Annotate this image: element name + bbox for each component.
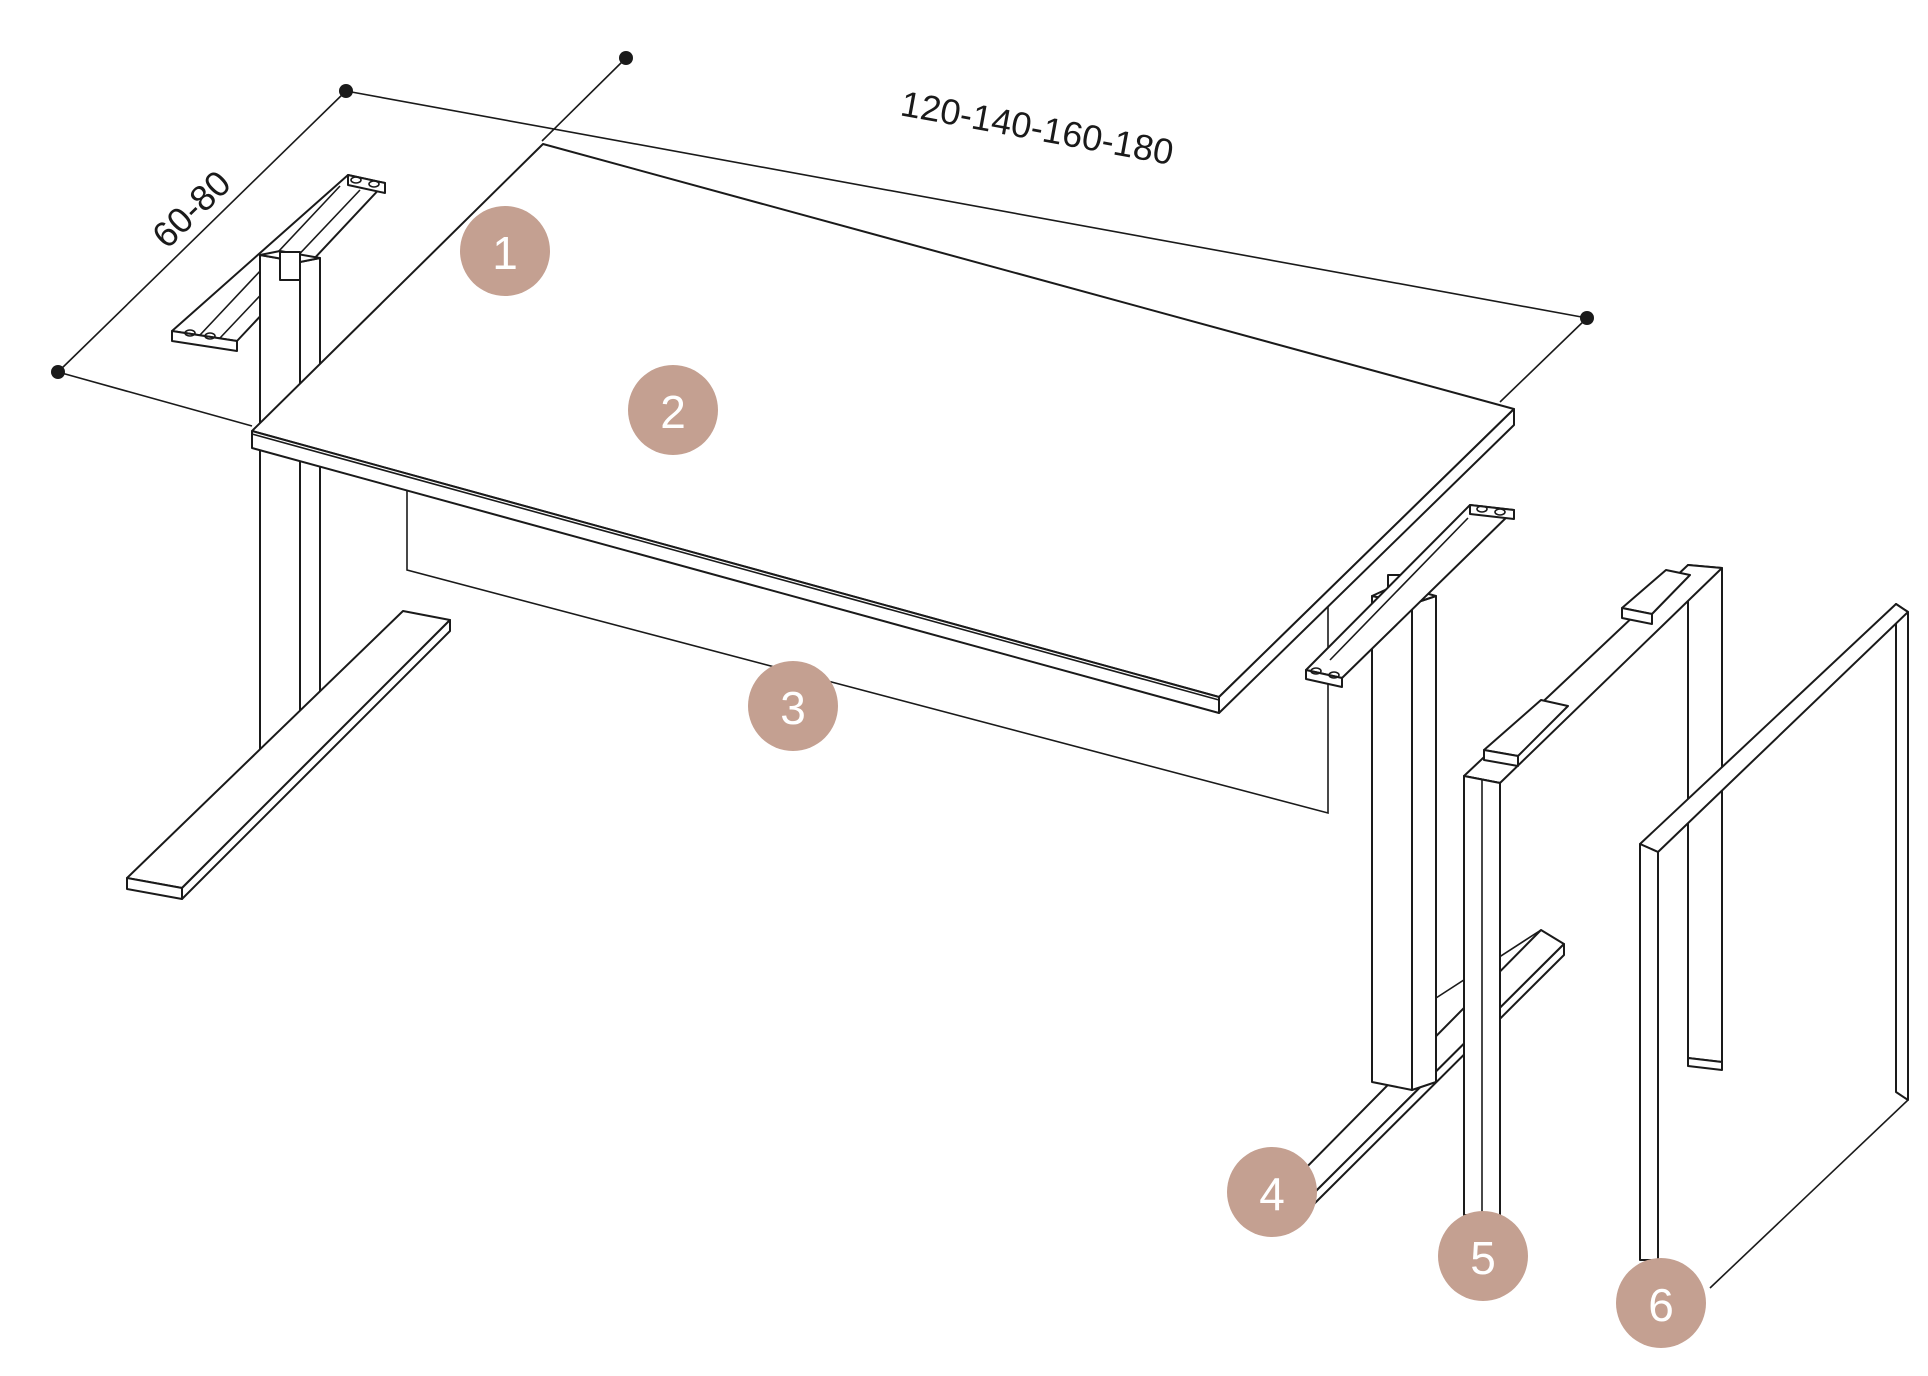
dimension-point <box>1580 311 1594 325</box>
left-foot-side <box>181 619 451 900</box>
callout-1: 1 <box>460 206 550 296</box>
tabletop <box>251 143 1515 714</box>
bolt-hole <box>1494 508 1506 516</box>
width-extension-right <box>1499 317 1588 403</box>
width-extension-left <box>541 57 627 142</box>
right-foot-side <box>1310 943 1565 1208</box>
side-panel-edge <box>1895 603 1909 1101</box>
dimension-point <box>619 51 633 65</box>
bolt-hole <box>1476 505 1488 513</box>
callout-badge <box>1227 1147 1317 1237</box>
width-dimension-line <box>345 90 1588 319</box>
callout-2: 2 <box>628 365 718 455</box>
callout-number: 3 <box>780 682 806 734</box>
callout-number: 1 <box>492 227 518 279</box>
tabletop-side-edge <box>1218 408 1515 714</box>
callout-badge <box>1438 1211 1528 1301</box>
left-column-clip <box>279 251 301 281</box>
callout-badge <box>748 661 838 751</box>
u-frame-back-foot <box>1687 1057 1723 1071</box>
u-frame-pad-edge <box>1483 749 1519 767</box>
bolt-hole <box>204 332 216 340</box>
callout-6: 6 <box>1616 1258 1706 1348</box>
bolt-hole <box>350 176 362 184</box>
side-panel <box>1639 603 1909 1289</box>
left-column-side <box>299 257 321 759</box>
right-column-front <box>1371 595 1413 1091</box>
dimension-point <box>51 365 65 379</box>
depth-extension <box>57 371 253 427</box>
tabletop-edge-line <box>251 433 1220 701</box>
callout-number: 2 <box>660 386 686 438</box>
bracket-rail <box>1329 517 1469 661</box>
bolt-hole <box>184 329 196 337</box>
left-column-front <box>259 254 301 759</box>
bolt-hole <box>1328 671 1340 679</box>
callout-number: 4 <box>1259 1168 1285 1220</box>
u-frame-leg <box>1463 564 1723 1216</box>
side-panel-top <box>1639 603 1909 853</box>
u-frame-pad-edge <box>1621 607 1653 625</box>
side-panel-front-edge <box>1639 843 1659 1261</box>
right-column-side <box>1411 595 1437 1091</box>
side-panel-bottom-edge <box>1709 1099 1909 1289</box>
right-leg <box>1289 504 1565 1208</box>
callout-number: 5 <box>1470 1232 1496 1284</box>
callout-badge <box>1616 1258 1706 1348</box>
bolt-hole <box>1310 667 1322 675</box>
callout-5: 5 <box>1438 1211 1528 1301</box>
bolt-hole <box>368 180 380 188</box>
dimension-point <box>339 84 353 98</box>
callout-badge <box>460 206 550 296</box>
depth-dimension-line <box>57 90 347 373</box>
callout-number: 6 <box>1648 1279 1674 1331</box>
left-leg <box>126 174 451 900</box>
callout-badge <box>628 365 718 455</box>
callout-3: 3 <box>748 661 838 751</box>
callout-4: 4 <box>1227 1147 1317 1237</box>
width-dimension-label: 120-140-160-180 <box>898 83 1177 173</box>
